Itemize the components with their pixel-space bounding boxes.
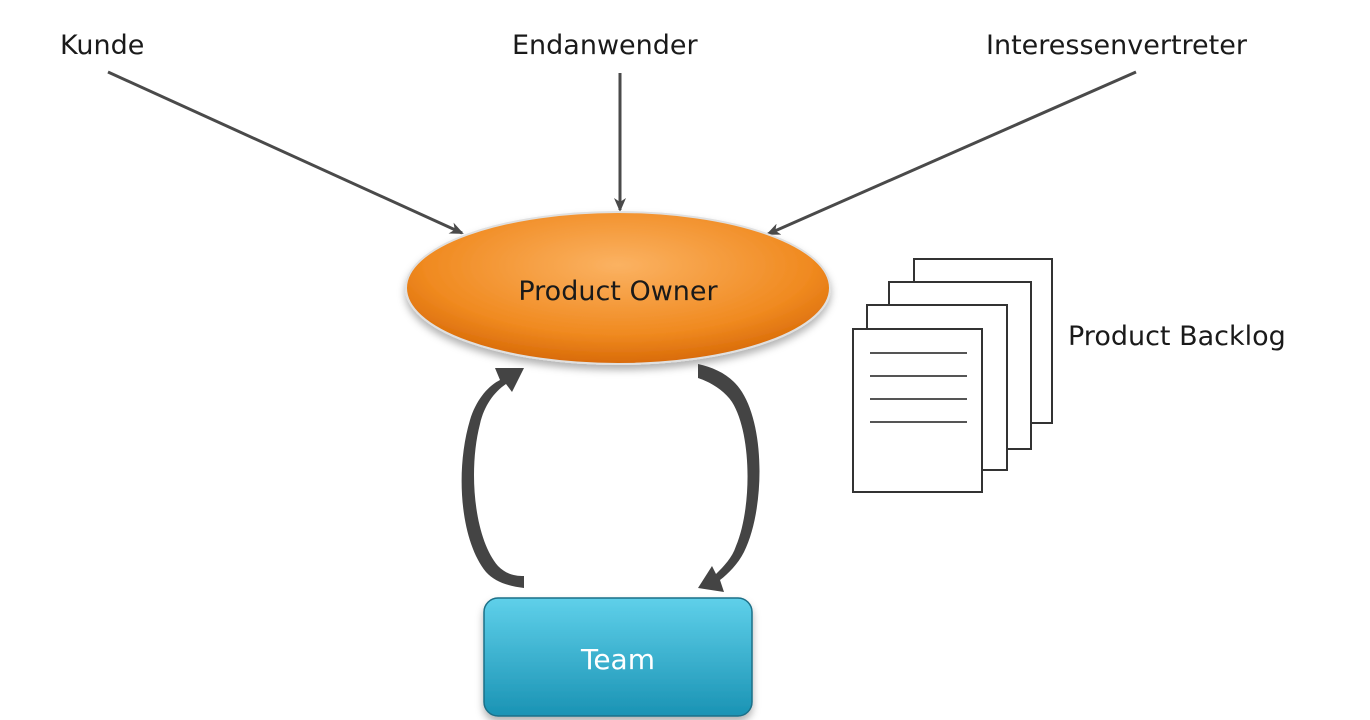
backlog-page-1 (852, 328, 983, 493)
arrow-team-to-product-owner (461, 368, 524, 588)
team-node: Team (483, 597, 753, 717)
product-owner-ellipse (405, 211, 831, 365)
product-owner-label: Product Owner (518, 276, 718, 307)
team-box (483, 597, 753, 717)
source-label-interessenvertreter: Interessenvertreter (986, 30, 1248, 61)
product-backlog-label: Product Backlog (1068, 321, 1286, 352)
arrow-product-owner-to-team (698, 364, 760, 592)
source-label-kunde: Kunde (60, 30, 144, 61)
product-backlog-stack (852, 258, 1053, 493)
team-label: Team (580, 643, 655, 676)
arrow-interessenvertreter-to-product-owner (766, 70, 1137, 236)
product-owner-node: Product Owner (405, 211, 831, 365)
arrow-kunde-to-product-owner (107, 70, 464, 235)
source-label-endanwender: Endanwender (512, 30, 699, 61)
